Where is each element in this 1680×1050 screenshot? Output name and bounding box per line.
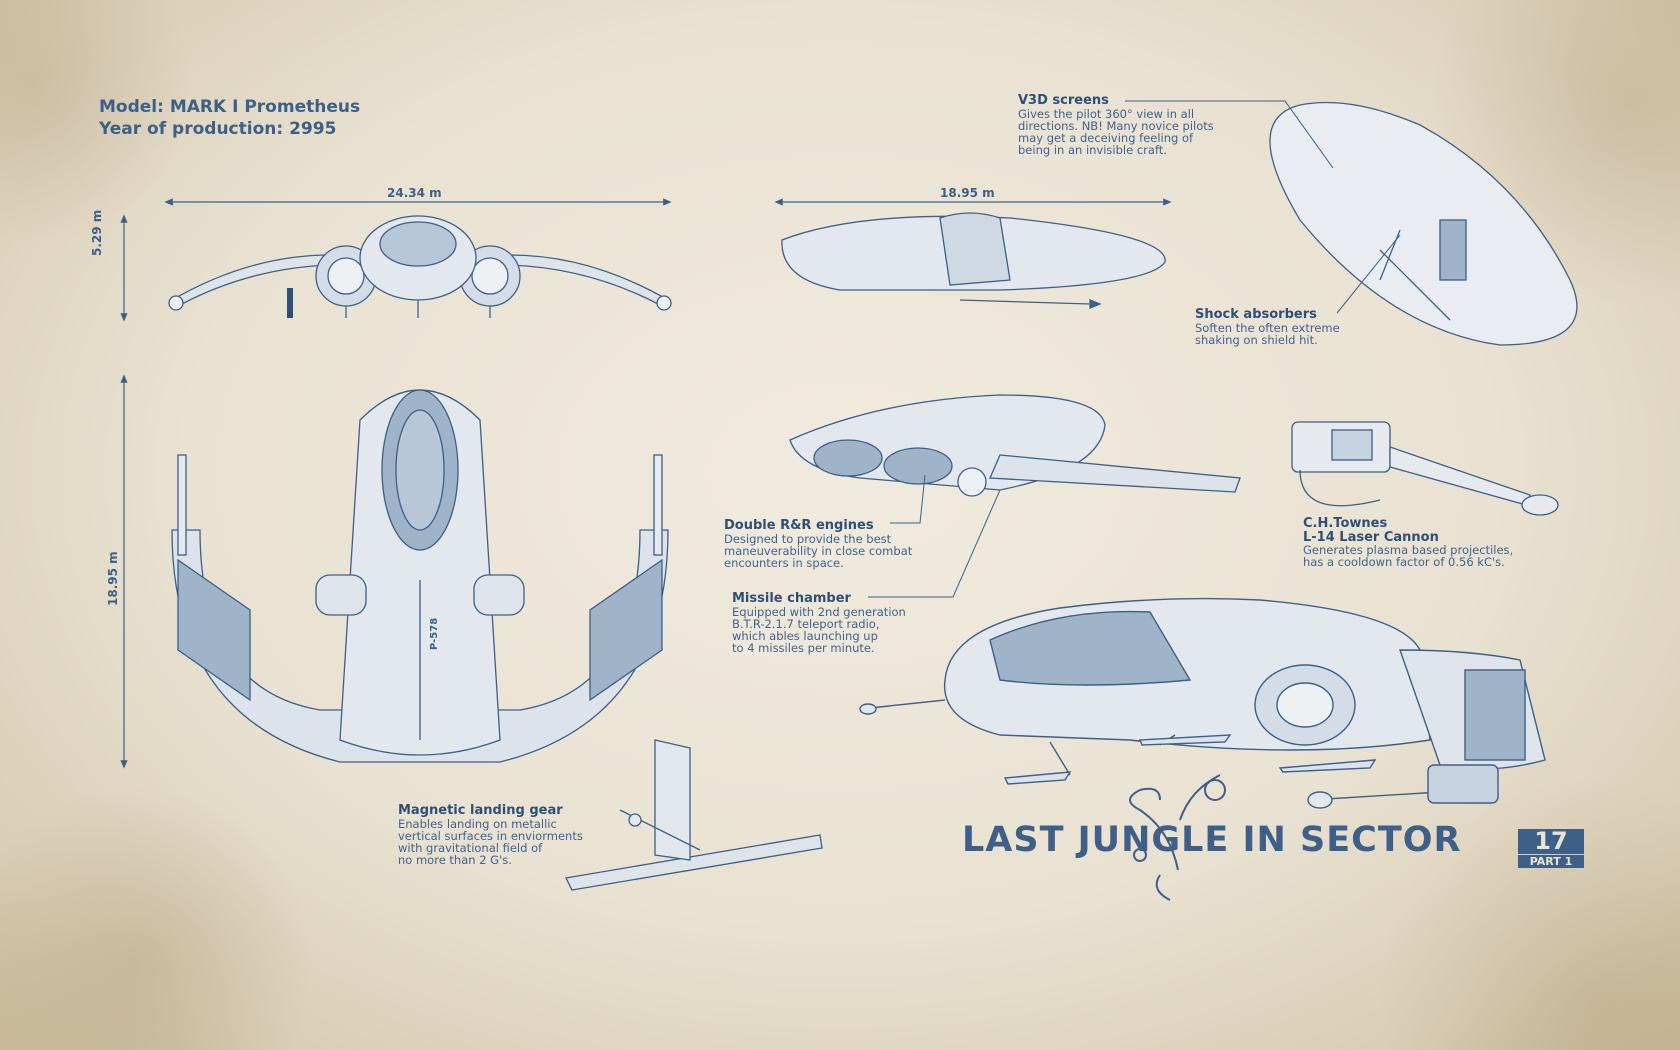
flourish-ornament xyxy=(1129,774,1226,901)
laser-cannon-view xyxy=(1291,421,1559,516)
callout-landing-line: Enables landing on metallic xyxy=(398,816,557,831)
cockpit-view xyxy=(1269,101,1578,346)
side-view xyxy=(781,212,1166,309)
dimension-lines xyxy=(120,198,1172,769)
callout-cannon-subtitle: L-14 Laser Cannon xyxy=(1303,529,1439,545)
callout-shock-line: shaking on shield hit. xyxy=(1195,332,1318,347)
callout-cannon-title: C.H.Townes xyxy=(1303,516,1388,531)
front-height-label: 5.29 m xyxy=(90,209,104,256)
callout-shock-line: Soften the often extreme xyxy=(1195,320,1340,335)
model-title: Model: MARK I Prometheus xyxy=(99,97,361,117)
callout-cannon-line: Generates plasma based projectiles, xyxy=(1303,543,1514,558)
callout-cannon-line: has a cooldown factor of 0.56 kC's. xyxy=(1303,555,1505,570)
front-width-label: 24.34 m xyxy=(387,186,442,200)
callout-shock: Shock absorbers Soften the often extreme… xyxy=(1195,308,1340,346)
top-length-label: 18.95 m xyxy=(106,551,120,606)
callout-landing-line: no more than 2 G's. xyxy=(398,852,512,867)
callout-missile-line: Equipped with 2nd generation xyxy=(732,604,906,619)
callout-engines-line: maneuverability in close combat xyxy=(724,543,913,558)
callout-landing-title: Magnetic landing gear xyxy=(398,803,563,818)
callout-v3d-title: V3D screens xyxy=(1018,93,1109,108)
callout-missile-line: which ables launching up xyxy=(732,628,878,643)
callout-missile-line: B.T.R-2.1.7 teleport radio, xyxy=(732,616,880,631)
landing-gear-view xyxy=(565,739,823,891)
callout-missile-line: to 4 missiles per minute. xyxy=(732,640,875,655)
callout-missile-title: Missile chamber xyxy=(732,591,851,606)
callout-engines: Double R&R engines Designed to provide t… xyxy=(724,519,912,569)
callout-engines-line: Designed to provide the best xyxy=(724,531,892,546)
side-length-label: 18.95 m xyxy=(940,186,995,200)
perspective-view xyxy=(789,394,1241,497)
callout-engines-title: Double R&R engines xyxy=(724,518,874,533)
brand-number: 17 xyxy=(1518,829,1584,854)
production-year: Year of production: 2995 xyxy=(99,119,337,139)
callout-landing-line: vertical surfaces in enviorments xyxy=(398,828,583,843)
callout-shock-title: Shock absorbers xyxy=(1195,307,1317,322)
callout-landing-line: with gravitational field of xyxy=(398,840,543,855)
callout-v3d-line: may get a deceiving feeling of xyxy=(1018,130,1194,145)
leader-lines xyxy=(868,100,1401,598)
callout-landing: Magnetic landing gear Enables landing on… xyxy=(398,804,583,866)
callout-v3d-line: directions. NB! Many novice pilots xyxy=(1018,118,1214,133)
brand-part: PART 1 xyxy=(1518,855,1584,868)
top-view xyxy=(171,389,669,763)
callout-engines-line: encounters in space. xyxy=(724,555,844,570)
front-view xyxy=(168,215,672,318)
callout-v3d-line: being in an invisible craft. xyxy=(1018,142,1167,157)
brand-title: LAST JUNGLE IN SECTOR xyxy=(962,820,1462,860)
hull-marking: P-578 xyxy=(429,617,440,650)
callout-v3d: V3D screens Gives the pilot 360° view in… xyxy=(1018,94,1214,156)
callout-v3d-line: Gives the pilot 360° view in all xyxy=(1018,106,1195,121)
callout-missile: Missile chamber Equipped with 2nd genera… xyxy=(732,592,906,654)
main-ship-view xyxy=(859,597,1546,809)
callout-cannon: C.H.Townes L-14 Laser Cannon Generates p… xyxy=(1303,516,1514,570)
